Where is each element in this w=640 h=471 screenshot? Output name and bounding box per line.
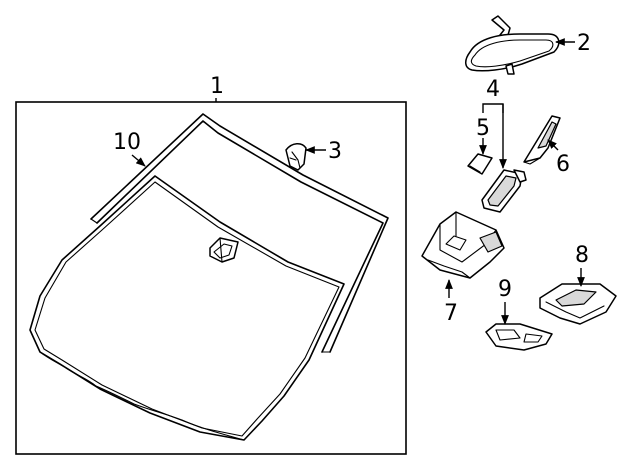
callout-3: 3 [328, 139, 342, 164]
trim-cover-large [539, 283, 617, 325]
callout-2: 2 [577, 31, 591, 56]
molding-clip [285, 143, 307, 171]
rearview-mirror [465, 15, 560, 75]
callout-1: 1 [210, 74, 224, 99]
rain-sensor-module [481, 169, 527, 213]
sensor-bracket [209, 237, 239, 263]
callout-10: 10 [113, 130, 141, 155]
callout-4: 4 [486, 77, 500, 102]
leader-4 [482, 103, 504, 113]
rain-sensor-pad [467, 153, 493, 175]
callout-6: 6 [556, 152, 570, 177]
windshield-group [15, 101, 407, 455]
camera-bracket [421, 211, 505, 279]
leader-10 [131, 154, 146, 167]
leader-lines [131, 38, 585, 325]
callout-9: 9 [498, 277, 512, 302]
sensor-cover [523, 115, 561, 165]
callout-8: 8 [575, 243, 589, 268]
callout-5: 5 [476, 116, 490, 141]
trim-cover-small [485, 323, 553, 351]
windshield-glass [29, 175, 345, 441]
windshield-molding [90, 113, 389, 353]
callout-7: 7 [444, 301, 458, 326]
group-frame [15, 101, 407, 455]
leader-6 [547, 139, 559, 151]
